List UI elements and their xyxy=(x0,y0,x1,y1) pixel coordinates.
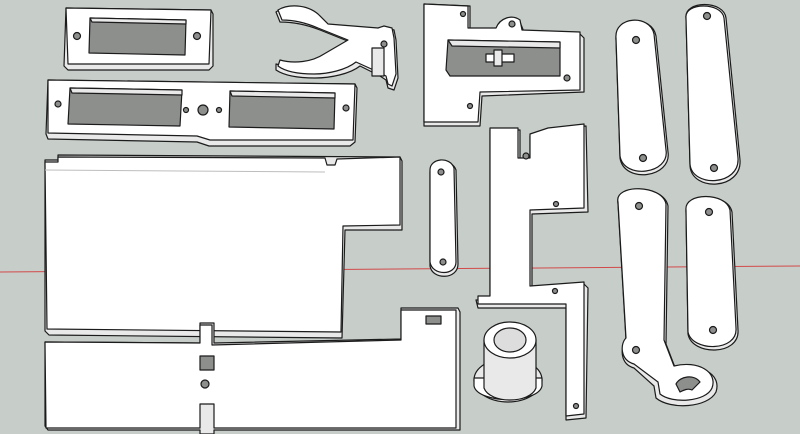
long-link-arm[interactable] xyxy=(685,196,739,351)
l-bracket-plate[interactable] xyxy=(475,123,589,421)
large-base-plate[interactable] xyxy=(44,154,403,339)
hook-link-arm[interactable] xyxy=(617,188,718,407)
servo-bracket[interactable] xyxy=(423,3,585,127)
long-link-arm[interactable] xyxy=(685,4,741,185)
lower-base-plate[interactable] xyxy=(44,307,461,434)
bushing[interactable] xyxy=(473,321,543,403)
gripper-claw[interactable] xyxy=(275,5,399,91)
double-servo-frame-plate[interactable] xyxy=(45,79,358,147)
short-link-arm[interactable] xyxy=(429,159,459,277)
long-link-arm[interactable] xyxy=(615,19,669,176)
servo-frame-plate[interactable] xyxy=(63,7,214,71)
